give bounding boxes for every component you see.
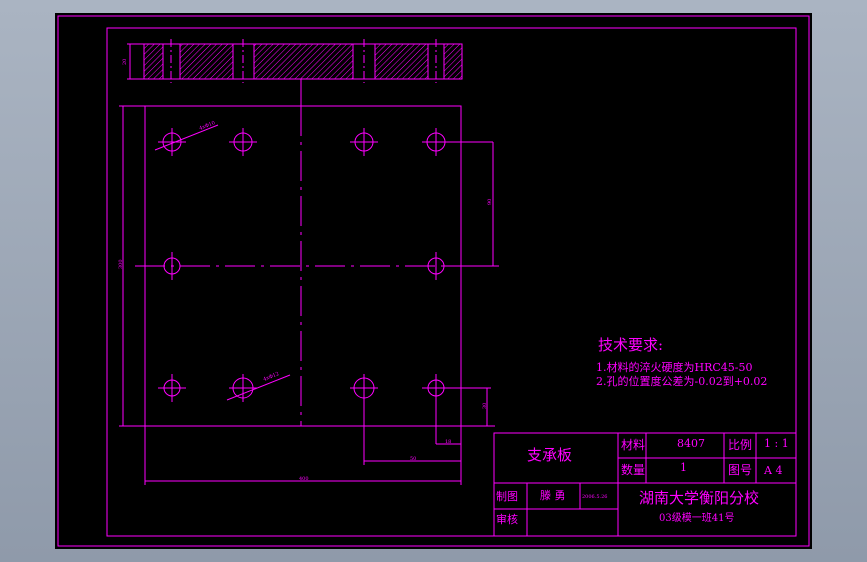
- cad-drawing-canvas: 20: [55, 13, 812, 549]
- dim-width-total: 400: [299, 476, 309, 482]
- section-view: [127, 39, 463, 83]
- drawn-date: 2006.5.26: [582, 494, 607, 500]
- leader-top: [154, 124, 219, 151]
- drawing-no-value: A 4: [763, 464, 782, 477]
- requirement-1: 1.材料的淬火硬度为HRC45-50: [596, 360, 753, 374]
- quantity-label: 数量: [621, 462, 645, 477]
- plan-view: [135, 105, 475, 427]
- hole: [158, 128, 186, 156]
- holes: [158, 128, 450, 402]
- dim-hole-top: 4xΦ10: [199, 120, 217, 132]
- dim-offset-right: 30: [482, 403, 488, 409]
- dim-hole-bottom: 4xΦ12: [263, 371, 281, 383]
- leader-bottom: [226, 374, 291, 401]
- drawn-label: 制图: [496, 490, 518, 503]
- material-value: 8407: [677, 437, 705, 450]
- dim-offset-bottom-mid: 50: [410, 456, 416, 462]
- hole: [350, 374, 378, 402]
- drawn-name: 滕 勇: [540, 488, 566, 502]
- requirement-2: 2.孔的位置度公差为-0.02到+0.02: [596, 374, 767, 388]
- hole: [158, 374, 186, 402]
- hole: [350, 128, 378, 156]
- outer-frame: [57, 15, 810, 547]
- school-name: 湖南大学衡阳分校: [639, 489, 759, 507]
- quantity-value: 1: [680, 461, 687, 474]
- dim-spacing-right: 90: [487, 199, 493, 205]
- part-title: 支承板: [527, 446, 572, 464]
- title-block: [493, 432, 797, 537]
- review-label: 审核: [496, 512, 518, 526]
- dim-offset-bottom-small: 18: [445, 439, 451, 445]
- hole: [229, 128, 257, 156]
- hole: [229, 374, 257, 402]
- dim-height-total: 300: [118, 259, 124, 269]
- inner-frame: [106, 27, 797, 537]
- hole: [163, 252, 181, 280]
- dim-thickness: 20: [122, 59, 128, 65]
- drawing-no-label: 图号: [728, 463, 752, 477]
- material-label: 材料: [621, 438, 645, 452]
- drawing-svg: 20: [57, 15, 810, 547]
- class-info: 03级模一班41号: [659, 512, 734, 524]
- requirements-heading: 技术要求:: [598, 336, 663, 354]
- scale-label: 比例: [728, 438, 752, 452]
- scale-value: 1 : 1: [764, 437, 789, 450]
